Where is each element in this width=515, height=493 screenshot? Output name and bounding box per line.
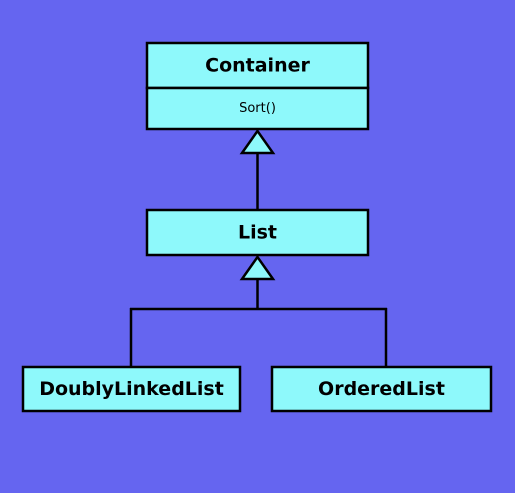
class-doublylinkedlist[interactable]: DoublyLinkedList xyxy=(21,365,242,413)
class-container[interactable]: Container Sort() xyxy=(145,41,370,131)
generalization-subclasses-to-list xyxy=(129,254,388,367)
class-container-methods-compartment xyxy=(145,86,370,131)
class-container-name: Container xyxy=(205,55,310,77)
class-orderedlist-name: OrderedList xyxy=(318,378,445,400)
class-doublylinkedlist-name: DoublyLinkedList xyxy=(39,378,224,400)
class-list[interactable]: List xyxy=(145,208,370,257)
generalization-arrowhead xyxy=(239,128,276,155)
class-list-name-compartment xyxy=(145,208,370,257)
class-doublylinkedlist-name-compartment xyxy=(21,365,242,413)
generalization-list-to-container xyxy=(239,128,276,210)
class-container-method: Sort() xyxy=(239,101,276,116)
class-container-name-compartment xyxy=(145,41,370,90)
class-orderedlist-name-compartment xyxy=(270,365,493,413)
class-orderedlist[interactable]: OrderedList xyxy=(270,365,493,413)
class-list-name: List xyxy=(238,222,277,244)
